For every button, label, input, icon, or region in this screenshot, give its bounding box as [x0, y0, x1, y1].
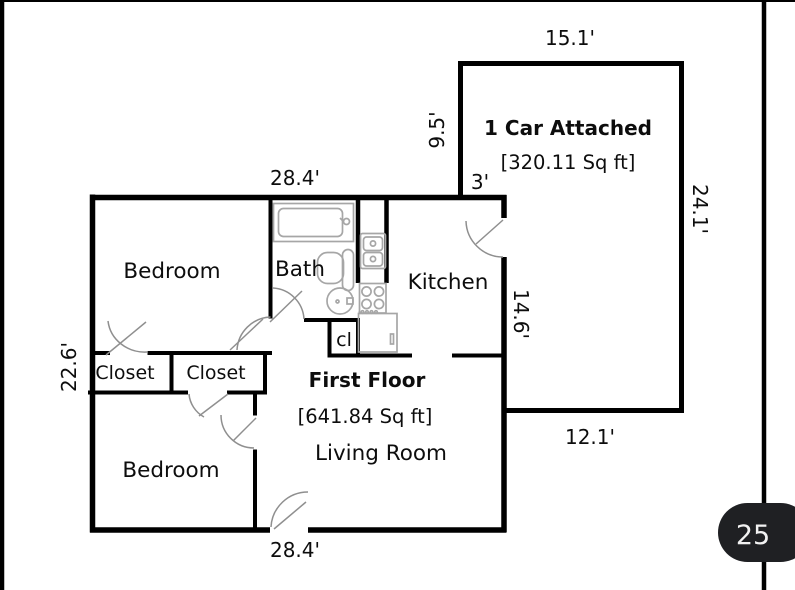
stove: [358, 282, 387, 315]
bathtub: [272, 202, 355, 243]
dimension-labels: 15.1' 9.5' 3' 24.1' 28.4' 14.6' 22.6' 12…: [57, 26, 712, 562]
garage-area: [320.11 Sq ft]: [501, 151, 636, 174]
bathroom-sink: [326, 287, 354, 315]
dim-garage-entry: 3': [471, 170, 489, 194]
page-number-badge[interactable]: 25: [718, 503, 795, 562]
dim-garage-left: 9.5': [425, 111, 449, 148]
hall-door-arc: [229, 316, 271, 351]
bedroom-bottom-label: Bedroom: [122, 458, 219, 483]
dim-garage-top: 15.1': [545, 26, 595, 50]
tub-faucet-icon: [342, 217, 351, 226]
kitchen-sink: [359, 232, 387, 270]
kitchen-label: Kitchen: [408, 270, 489, 295]
bedroom-top-label: Bedroom: [123, 259, 220, 284]
closet-left-label: Closet: [95, 362, 154, 384]
dim-garage-bottom: 12.1': [565, 425, 615, 449]
dim-kitchen-right: 14.6': [509, 289, 533, 339]
living-room-label: Living Room: [315, 441, 447, 466]
bedroom-bottom-door-arc: [220, 414, 257, 449]
page-number-badge-background[interactable]: [718, 503, 795, 562]
page-number: 25: [736, 520, 770, 551]
garage-title: 1 Car Attached: [484, 116, 652, 140]
bath-door-arc: [269, 287, 305, 323]
dim-garage-right: 24.1': [688, 184, 712, 234]
closet-right-label: Closet: [186, 362, 245, 384]
house-exterior-walls: [89, 194, 507, 533]
room-labels: Bedroom Bath Kitchen cl Closet Closet Fi…: [95, 116, 652, 483]
floor-area: [641.84 Sq ft]: [298, 405, 433, 428]
garage-door-arc: [465, 219, 504, 258]
refrigerator: [357, 312, 398, 353]
bath-label: Bath: [275, 257, 325, 282]
dim-house-left: 22.6': [57, 342, 81, 392]
closet-left-door-arc: [105, 320, 148, 356]
closet-small-label: cl: [336, 329, 352, 351]
closet-right-door-arc: [188, 393, 229, 418]
floor-title: First Floor: [309, 368, 426, 392]
bathroom-fixtures: [272, 202, 355, 315]
doors: [105, 219, 504, 530]
dim-house-bottom: 28.4': [270, 538, 320, 562]
kitchen-fixtures: [357, 232, 398, 353]
garage-walls: [458, 61, 684, 413]
entry-door-arc: [270, 491, 309, 530]
dim-house-top: 28.4': [270, 166, 320, 190]
